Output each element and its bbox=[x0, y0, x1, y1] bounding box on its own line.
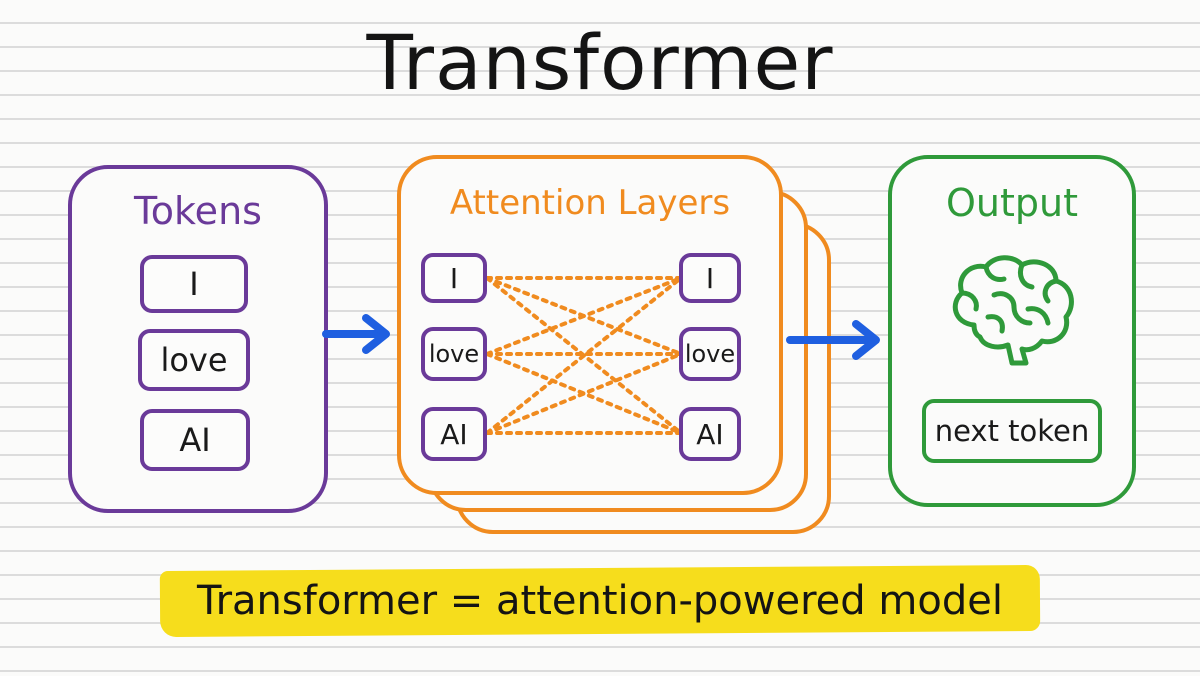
attention-panel: Attention Layers I love AI I love AI bbox=[397, 155, 783, 495]
next-token-box: next token bbox=[922, 399, 1102, 463]
tokens-panel-title: Tokens bbox=[134, 189, 262, 233]
attention-input-token: AI bbox=[421, 407, 487, 461]
output-panel-title: Output bbox=[946, 181, 1078, 225]
attention-output-token: love bbox=[679, 327, 741, 381]
brain-icon bbox=[952, 255, 1074, 366]
token-box: AI bbox=[140, 409, 250, 471]
arrow-icon bbox=[322, 314, 390, 354]
diagram-title: Transformer bbox=[366, 18, 834, 107]
attention-input-token: love bbox=[421, 327, 487, 381]
output-panel: Output next token bbox=[888, 155, 1136, 507]
attention-input-token: I bbox=[421, 253, 487, 303]
token-box: I bbox=[140, 255, 248, 313]
attention-connections bbox=[485, 276, 683, 435]
caption: Transformer = attention-powered model bbox=[197, 578, 1003, 624]
token-box: love bbox=[138, 329, 250, 391]
tokens-panel: Tokens I love AI bbox=[68, 165, 328, 513]
attention-output-token: I bbox=[679, 253, 741, 303]
attention-panel-title: Attention Layers bbox=[449, 183, 731, 223]
arrow-icon bbox=[786, 320, 880, 360]
attention-output-token: AI bbox=[679, 407, 741, 461]
